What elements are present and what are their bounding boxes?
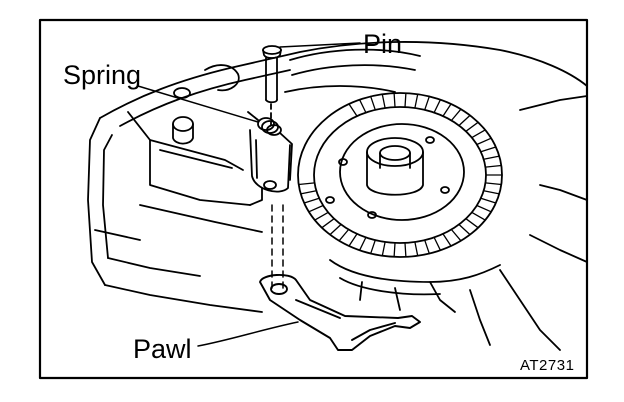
gear-tooth <box>484 164 502 168</box>
gear-tooth <box>465 218 479 229</box>
gear-tooth <box>424 239 430 255</box>
alignment-guides <box>271 204 284 291</box>
gear-tooth <box>404 242 407 258</box>
gear-tooth <box>442 103 452 117</box>
gear-tooth <box>483 190 500 195</box>
gear-tooth <box>314 211 329 221</box>
gear-tooth <box>348 233 358 247</box>
gear-tooth <box>471 129 486 139</box>
gear-tooth <box>465 121 479 132</box>
gear-teeth <box>298 92 503 258</box>
gear-tooth <box>414 241 419 257</box>
gear-tooth <box>303 197 320 204</box>
gear-tooth <box>329 223 342 236</box>
gear-tooth <box>338 228 350 242</box>
pin-label: Pin <box>363 29 403 59</box>
gear-tooth <box>450 228 462 242</box>
gear-tooth <box>321 218 335 229</box>
gear-tooth <box>308 204 324 213</box>
gear-tooth <box>393 92 396 108</box>
gear-tooth <box>483 155 500 160</box>
pawl-leader-line <box>197 321 299 347</box>
spring <box>247 111 293 181</box>
parking-pawl <box>259 274 421 351</box>
gear-tooth <box>424 95 430 111</box>
gear-tooth <box>370 95 376 111</box>
spring-label: Spring <box>63 60 142 90</box>
gear-tooth <box>414 93 419 109</box>
gear-tooth <box>433 99 442 114</box>
gear-tooth <box>393 242 396 258</box>
spring-leader-line <box>137 85 259 123</box>
gear-tooth <box>298 182 316 186</box>
figure-code: AT2731 <box>520 357 575 374</box>
gear-tooth <box>476 137 492 146</box>
gear-tooth <box>480 146 497 153</box>
pawl-label: Pawl <box>133 334 192 364</box>
gear-tooth <box>476 204 492 213</box>
gear-tooth <box>358 99 367 114</box>
gear-tooth <box>358 236 367 251</box>
gear-tooth <box>300 190 317 195</box>
gear-tooth <box>381 93 386 109</box>
gear-tooth <box>370 239 376 255</box>
gear-tooth <box>484 182 502 186</box>
gear-tooth <box>404 92 407 108</box>
gear-tooth <box>471 211 486 221</box>
transmission-housing <box>87 41 588 351</box>
gear-tooth <box>433 236 442 251</box>
gear-tooth <box>480 197 497 204</box>
gear-tooth <box>442 233 452 247</box>
pin-leader-line <box>279 42 361 48</box>
figure-frame <box>38 18 589 380</box>
gear-tooth <box>450 108 462 122</box>
gear-tooth <box>458 114 471 127</box>
output-shaft <box>284 48 421 93</box>
pawl-bracket <box>249 129 291 206</box>
parking-gear <box>297 92 503 258</box>
gear-tooth <box>458 223 471 236</box>
gear-tooth <box>381 241 386 257</box>
gear-tooth <box>348 103 358 117</box>
